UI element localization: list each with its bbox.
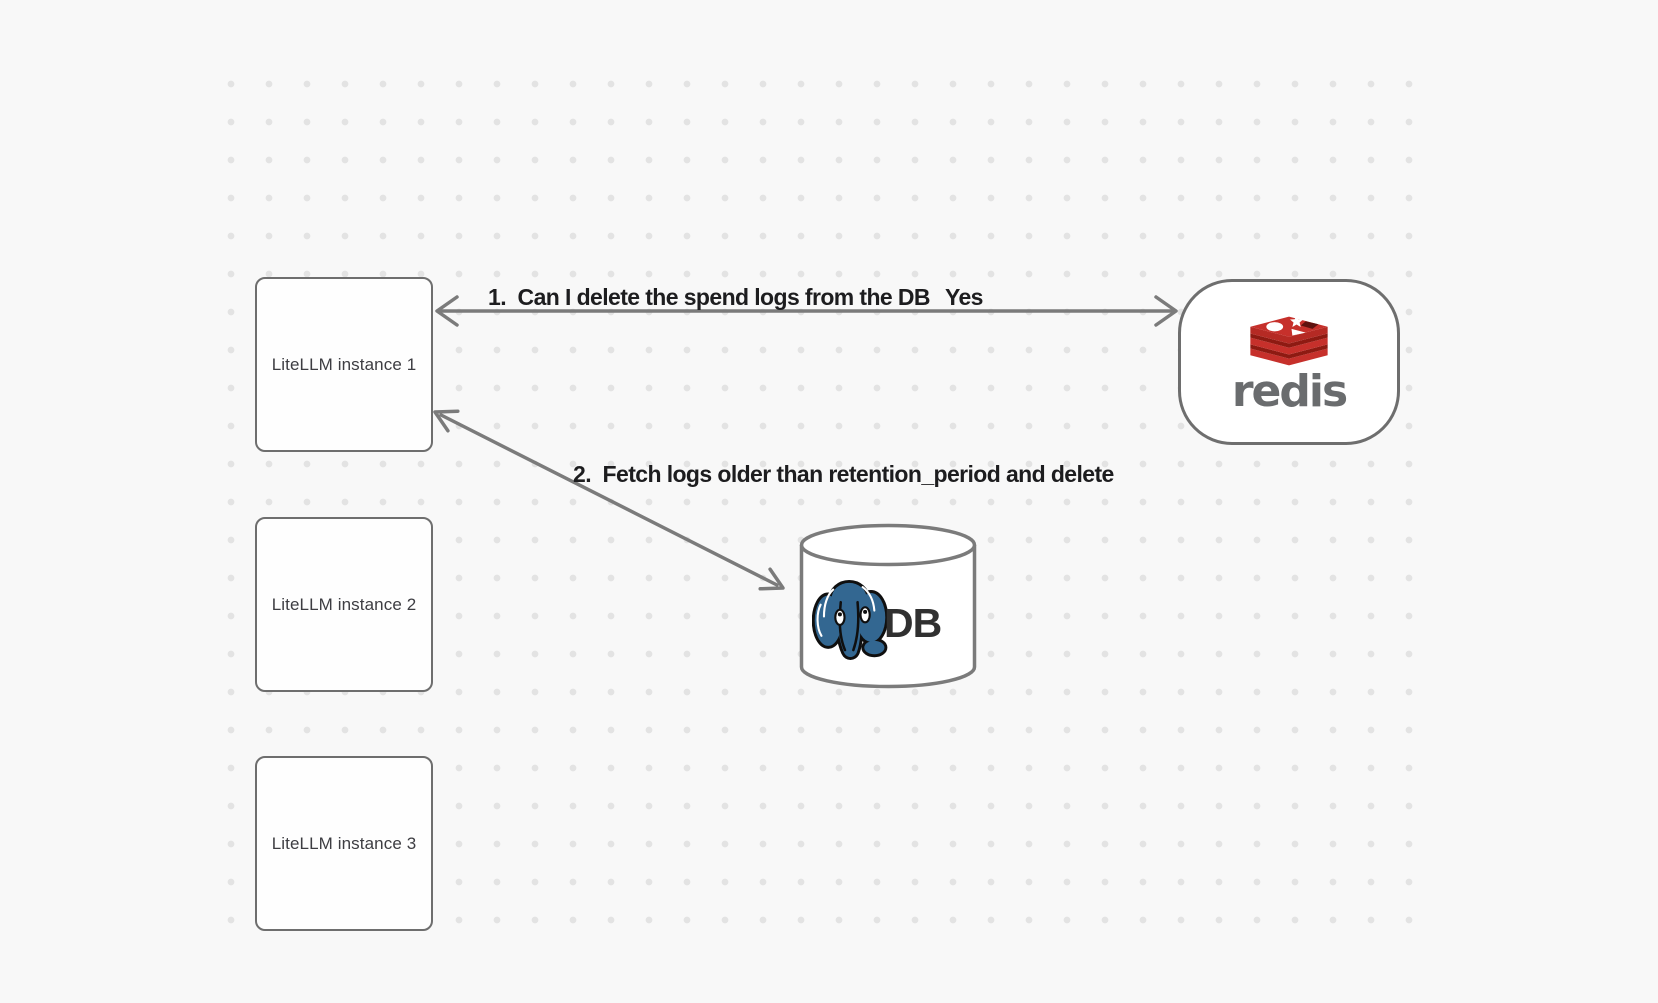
db-label: DB [884,600,942,646]
edge1-label: 1. Can I delete the spend logs from the … [488,284,931,310]
node-label: LiteLLM instance 2 [271,594,417,614]
node-litellm-instance-2: LiteLLM instance 2 [255,517,433,692]
edge2-label: 2. Fetch logs older than retention_perio… [573,461,1114,487]
node-database: DB [799,523,977,689]
redis-wordmark: redis [1231,365,1348,417]
edge1-response-label: Yes [945,284,983,310]
node-litellm-instance-3: LiteLLM instance 3 [255,756,433,931]
postgresql-elephant-icon [812,579,888,660]
node-redis: redis [1178,279,1400,445]
node-label: LiteLLM instance 3 [271,833,417,853]
redis-logo-icon [1250,314,1328,365]
node-litellm-instance-1: LiteLLM instance 1 [255,277,433,452]
node-label: LiteLLM instance 1 [271,354,417,374]
